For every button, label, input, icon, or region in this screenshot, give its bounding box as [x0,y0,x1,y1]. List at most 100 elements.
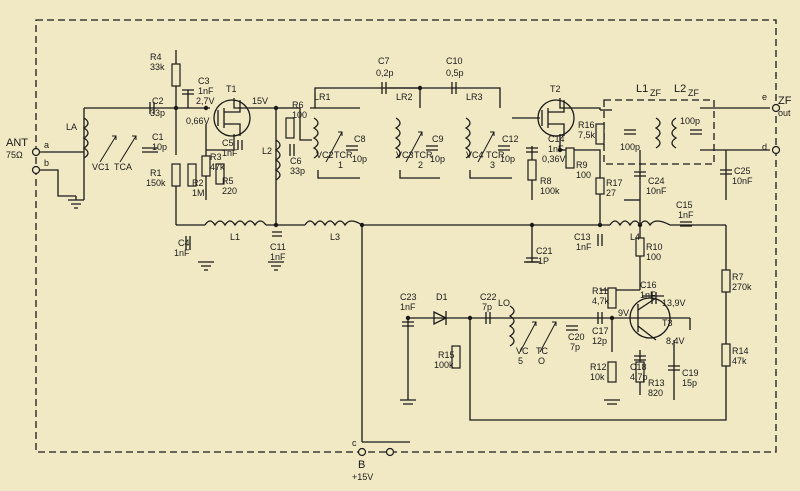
label-c4: C4 [178,238,190,248]
label-r9-value: 100 [576,170,591,180]
label-lr3: LR3 [466,92,483,102]
label-r6: R6 [292,100,304,110]
label-c1: C1 [152,132,164,142]
resistor-r16 [595,123,605,145]
label-c23: C23 [400,292,417,302]
label-c7-value: 0,2p [376,68,394,78]
label-c15-value: 1nF [678,210,694,220]
terminal-d [771,145,781,155]
capacitor-c17 [597,312,603,324]
label-r3-value: 47k [210,162,225,172]
label-vc5: VC [516,346,529,356]
shield-enclosure [35,19,777,453]
label-r10-value: 100 [646,252,661,262]
label-lr1: LR1 [314,92,331,102]
terminal-a [31,147,41,157]
label-c5: C5 [222,138,234,148]
label-c11-value: 1nF [270,252,286,262]
label-tco-num: O [538,356,545,366]
capacitor-c11 [272,231,282,237]
label-c12-value: 10p [500,154,515,164]
label-l3: L3 [330,232,340,242]
label-r13: R13 [648,378,665,388]
capacitor-c19 [668,365,680,371]
label-c8: C8 [354,134,366,144]
label-c7: C7 [378,56,390,66]
label-c19: C19 [682,368,699,378]
inductor-lr2 [394,117,401,159]
resistor-r13 [635,361,645,383]
capacitor-c1 [142,147,158,153]
capacitor-c8 [346,145,358,151]
terminal-e [771,103,781,113]
label-c23-value: 1nF [400,302,416,312]
resistor-r8 [527,159,537,181]
label-c12: C12 [502,134,519,144]
resistors [171,63,731,383]
resistor-r14 [721,343,731,367]
inductor-l2zf [671,117,678,149]
label-vc3: VC3 [396,150,414,160]
label-c17: C17 [592,326,609,336]
capacitor-c6 [289,144,295,156]
label-r15: R15 [438,350,455,360]
label-c14-value: 1nF [548,144,564,154]
label-c9-value: 10p [430,154,445,164]
label-r6-value: 100 [292,110,307,120]
capacitor-c14 [526,147,538,153]
resistor-r10 [635,237,645,257]
capacitor-c18 [634,355,646,361]
label-l2zf: L2 [674,83,686,95]
terminal-ground [385,447,395,457]
label-c22: C22 [480,292,497,302]
label-c22-value: 7p [482,302,492,312]
label-r11: R11 [592,286,608,296]
capacitor-c20 [566,325,578,331]
label-tco: TC [536,346,548,356]
label-ant: ANT [6,137,28,149]
inductor-l1zf [654,117,661,149]
resistor-r5 [215,163,225,185]
label-r12-value: 10k [590,372,605,382]
label-r1: R1 [150,168,162,178]
capacitor-c23 [402,321,414,327]
label-l2: L2 [262,146,272,156]
transistor-t3 [629,297,671,341]
resistor-r12 [607,361,617,383]
resistor-r9 [565,147,575,169]
label-c3-value: 1nF [198,86,214,96]
resistor-r6 [285,117,295,139]
label-d1: D1 [436,292,448,302]
label-r2-value: 1M [192,188,205,198]
capacitor-100p-a [624,129,636,135]
label-c18: C18 [630,362,647,372]
label-c17-value: 12p [592,336,607,346]
inductor-l1 [204,220,267,227]
label-terminal-b: b [44,158,49,168]
ground-symbols [68,199,640,405]
label-r1-value: 150k [146,178,166,188]
resistor-r7 [721,269,731,293]
label-vc5-num: 5 [518,356,523,366]
label-r3: R3 [210,152,222,162]
inductor-l2 [274,139,281,181]
label-r8: R8 [540,176,552,186]
capacitor-c2 [149,102,155,114]
label-c21-value: 1P [538,256,549,266]
label-r16-value: 7,5k [578,130,596,140]
capacitor-c25 [720,169,732,175]
capacitor-c10 [451,82,457,94]
label-c2-value: 33p [150,108,165,118]
label-r9: R9 [576,160,588,170]
label-ant-impedance: 75Ω [6,150,23,160]
capacitor-c22 [485,312,491,324]
capacitor-c16 [651,292,657,304]
label-r5-value: 220 [222,186,237,196]
label-c5-value: 1nF [222,148,238,158]
label-c6: C6 [290,156,302,166]
label-tcr2: TCR [414,150,433,160]
component-labels: ANT 75Ω a b c d e ZF out B +15V 15V LA V… [6,52,792,482]
inductor-lr3 [464,117,471,159]
trimmer-capacitors [99,131,557,353]
